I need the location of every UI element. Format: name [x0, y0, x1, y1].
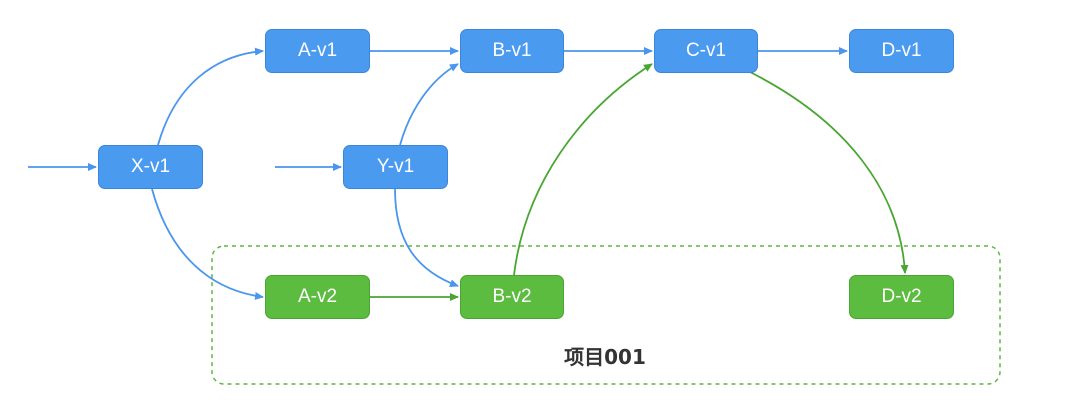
node-c-v1-label: C-v1 [685, 40, 727, 61]
project-group-boundary [211, 245, 1001, 385]
node-b-v1[interactable]: B-v1 [460, 29, 564, 73]
node-x-v1[interactable]: X-v1 [98, 145, 203, 189]
node-y-v1-label: Y-v1 [376, 156, 415, 177]
edge-b-v2-to-c-v1 [513, 63, 653, 276]
node-x-v1-label: X-v1 [130, 156, 171, 177]
node-d-v2[interactable]: D-v2 [849, 275, 954, 319]
green-edges [370, 63, 909, 301]
node-b-v2[interactable]: B-v2 [460, 275, 564, 319]
node-a-v1[interactable]: A-v1 [265, 29, 370, 73]
edge-x-v1-to-a-v1 [157, 47, 264, 146]
edge-x-v1-to-a-v2 [151, 188, 264, 300]
project-group-label: 项目001 [564, 344, 646, 369]
edge-y-v1-to-b-v1 [399, 63, 459, 146]
node-y-v1[interactable]: Y-v1 [343, 145, 448, 189]
node-b-v2-label: B-v2 [492, 286, 532, 307]
node-d-v1-label: D-v1 [881, 40, 922, 61]
node-a-v1-label: A-v1 [297, 40, 338, 61]
node-c-v1[interactable]: C-v1 [654, 29, 758, 73]
node-d-v2-label: D-v2 [881, 286, 922, 307]
node-d-v1[interactable]: D-v1 [849, 29, 954, 73]
edge-c-v1-to-d-v2 [749, 71, 909, 274]
edge-y-v1-to-b-v2 [394, 188, 459, 287]
node-a-v2[interactable]: A-v2 [265, 275, 370, 319]
blue-edges [28, 47, 848, 300]
node-b-v1-label: B-v1 [492, 40, 532, 61]
node-a-v2-label: A-v2 [297, 286, 338, 307]
